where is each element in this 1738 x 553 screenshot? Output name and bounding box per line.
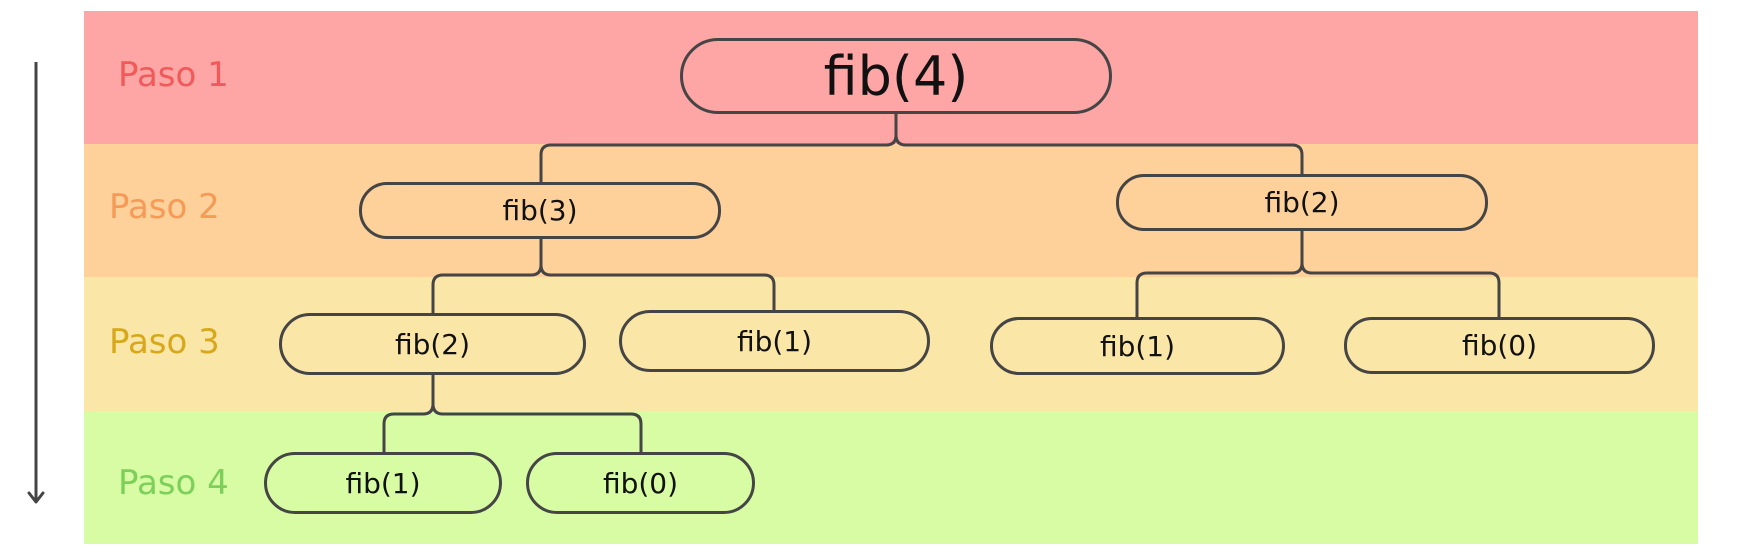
node-right: fib(2) <box>1116 174 1488 231</box>
edge-root-left <box>539 111 898 185</box>
edge-right-left <box>1135 228 1304 320</box>
node-left: fib(3) <box>359 182 721 239</box>
down-arrow-icon <box>27 62 45 504</box>
edge-right-right <box>1300 228 1501 320</box>
edge-ll-left <box>382 372 435 455</box>
node-right-right: fib(0) <box>1344 317 1655 374</box>
node-ll-right: fib(0) <box>526 452 755 514</box>
edge-left-right <box>539 236 776 313</box>
node-left-left: fib(2) <box>279 313 586 375</box>
edge-ll-right <box>431 372 643 455</box>
node-root: fib(4) <box>680 38 1112 114</box>
edge-left-left <box>431 236 543 316</box>
step-3-band <box>84 277 1698 411</box>
node-right-left: fib(1) <box>990 317 1285 375</box>
step-1-label: Paso 1 <box>118 55 229 95</box>
step-2-label: Paso 2 <box>109 187 220 227</box>
step-4-band <box>84 411 1698 544</box>
step-4-label: Paso 4 <box>118 463 229 503</box>
step-2-band <box>84 144 1698 277</box>
node-ll-left: fib(1) <box>264 452 502 514</box>
edge-root-right <box>894 111 1304 177</box>
step-1-band <box>84 11 1698 144</box>
node-left-right: fib(1) <box>619 310 930 372</box>
step-3-label: Paso 3 <box>109 322 220 362</box>
